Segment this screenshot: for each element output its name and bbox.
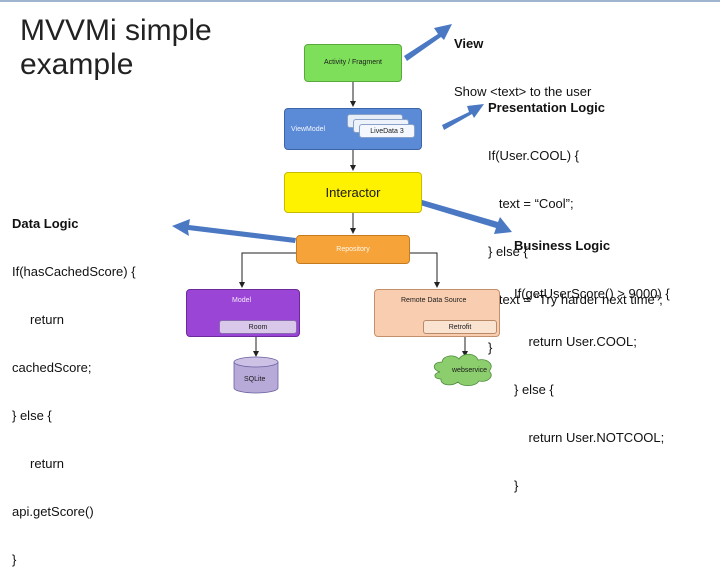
arrow-to-view xyxy=(404,24,452,61)
business-note-heading: Business Logic xyxy=(514,238,611,253)
activity-fragment-label: Activity / Fragment xyxy=(324,59,382,66)
data-note-line: } else { xyxy=(12,408,52,423)
business-note-line: If(getUserScore() > 9000) { xyxy=(514,286,670,301)
sqlite-label: SQLite xyxy=(244,376,266,383)
data-note-line: return xyxy=(12,312,65,327)
data-note-line: api.getScore() xyxy=(12,504,94,519)
repository-box: Repository xyxy=(296,235,410,264)
arrow-to-data-logic xyxy=(172,219,296,243)
livedata-card: LiveData 3 xyxy=(359,124,415,138)
presentation-note: Presentation Logic If(User.COOL) { text … xyxy=(488,68,663,372)
business-note-line: return User.NOTCOOL; xyxy=(514,430,665,445)
title-line-1: MVVMi simple xyxy=(20,14,212,47)
sqlite-cylinder xyxy=(233,356,279,394)
connector-repository-branch xyxy=(410,252,440,288)
arrow-to-presentation xyxy=(442,104,484,130)
webservice-label: webservice xyxy=(452,367,488,374)
connector-repository-branch xyxy=(239,252,296,288)
presentation-note-line: text = “Cool”; xyxy=(488,196,574,211)
data-note-line: cachedScore; xyxy=(12,360,92,375)
business-note-line: } else { xyxy=(514,382,554,397)
top-rule xyxy=(0,0,720,2)
slide-title: MVVMi simple example xyxy=(20,14,212,82)
remote-data-source-label: Remote Data Source xyxy=(401,297,467,304)
retrofit-box: Retrofit xyxy=(423,320,497,334)
diagram-connectors xyxy=(172,24,512,394)
activity-fragment-box: Activity / Fragment xyxy=(304,44,402,82)
viewmodel-box: ViewModel LiveData 3 xyxy=(284,108,422,150)
presentation-note-line: text = “Try harder next time”; xyxy=(488,292,663,307)
data-note-line: } xyxy=(12,552,17,567)
business-note-line: return User.COOL; xyxy=(514,334,637,349)
model-label: Model xyxy=(232,297,252,304)
viewmodel-label: ViewModel xyxy=(291,126,326,133)
interactor-box: Interactor xyxy=(284,172,422,213)
data-note-heading: Data Logic xyxy=(12,216,79,231)
data-note-line: return xyxy=(12,456,65,471)
webservice-cloud xyxy=(433,353,492,387)
presentation-note-line: } xyxy=(488,340,493,355)
room-box: Room xyxy=(219,320,297,334)
view-note: View Show <text> to the user xyxy=(454,4,591,116)
view-note-heading: View xyxy=(454,36,484,51)
repository-label: Repository xyxy=(336,246,370,253)
data-note-line: If(hasCachedScore) { xyxy=(12,264,136,279)
title-line-2: example xyxy=(20,48,134,81)
business-note-line: } xyxy=(514,478,519,493)
model-box: Model Room xyxy=(186,289,300,337)
presentation-note-heading: Presentation Logic xyxy=(488,100,606,115)
remote-data-source-box: Remote Data Source Retrofit xyxy=(374,289,500,337)
interactor-label: Interactor xyxy=(325,185,381,200)
presentation-note-line: If(User.COOL) { xyxy=(488,148,580,163)
arrow-to-business-logic xyxy=(410,197,512,234)
presentation-note-line: } else { xyxy=(488,244,528,259)
view-note-line: Show <text> to the user xyxy=(454,84,592,99)
